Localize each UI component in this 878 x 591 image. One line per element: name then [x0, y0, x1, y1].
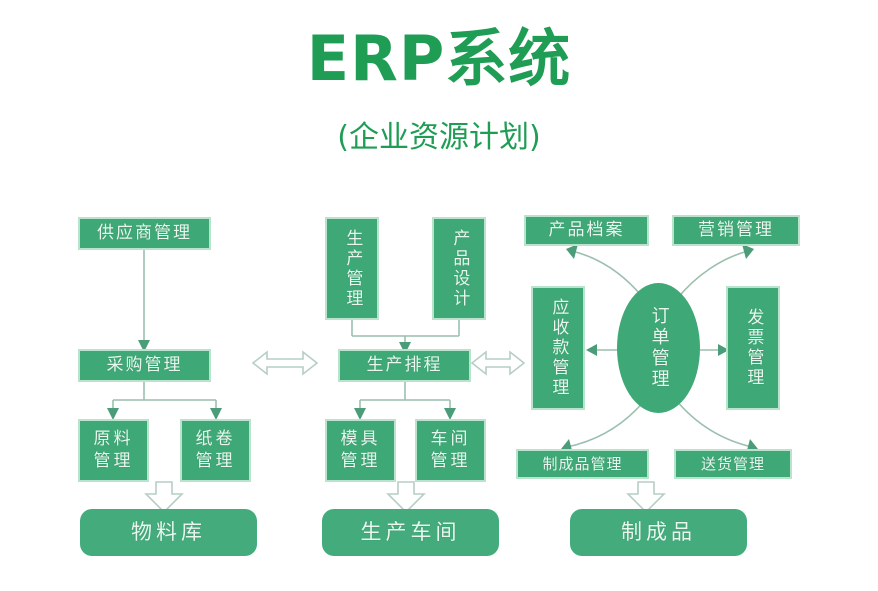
- node-production-scheduling[interactable]: 生产排程: [338, 349, 471, 382]
- node-finished-goods-management[interactable]: 制成品管理: [516, 449, 649, 479]
- node-supplier-management[interactable]: 供应商管理: [78, 217, 211, 250]
- node-purchase-management[interactable]: 采购管理: [78, 349, 211, 382]
- node-receivables-management[interactable]: 应收款管理: [531, 286, 585, 410]
- node-invoice-management[interactable]: 发票管理: [726, 286, 780, 410]
- node-production-workshop[interactable]: 生产车间: [322, 509, 499, 556]
- node-order-management[interactable]: 订单管理: [617, 283, 700, 413]
- node-product-design[interactable]: 产品设计: [432, 217, 486, 320]
- page-title: ERP系统: [306, 22, 572, 95]
- node-material-warehouse[interactable]: 物料库: [80, 509, 257, 556]
- node-delivery-management[interactable]: 送货管理: [674, 449, 792, 479]
- node-mold-management[interactable]: 模具 管理: [325, 419, 396, 482]
- page-subtitle: (企业资源计划): [337, 120, 541, 155]
- node-marketing-management[interactable]: 营销管理: [672, 215, 800, 246]
- node-finished-goods[interactable]: 制成品: [570, 509, 747, 556]
- node-workshop-management[interactable]: 车间 管理: [415, 419, 486, 482]
- node-raw-material-management[interactable]: 原料 管理: [78, 419, 149, 482]
- node-paper-roll-management[interactable]: 纸卷 管理: [180, 419, 251, 482]
- node-production-management[interactable]: 生产管理: [325, 217, 379, 320]
- node-product-archive[interactable]: 产品档案: [524, 215, 649, 246]
